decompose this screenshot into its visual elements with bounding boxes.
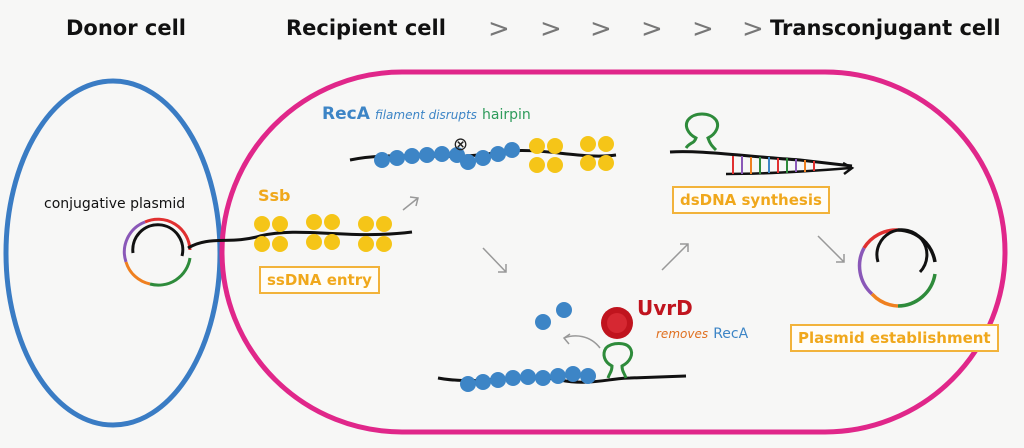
released-reca <box>535 302 572 330</box>
blocked-x-icon: ⊗ <box>453 134 468 155</box>
label-uvrd: UvrD <box>637 296 693 320</box>
label-hairpin: hairpin <box>482 107 531 123</box>
chevron-icon: > <box>742 14 764 44</box>
label-dsdna-synthesis: dsDNA synthesis <box>672 186 830 214</box>
chevron-icon: > <box>540 14 562 44</box>
ssdna-strand-entry <box>187 230 413 250</box>
donor-cell-membrane <box>3 78 223 428</box>
recipient-cell-membrane <box>219 69 1008 435</box>
process-arrows <box>402 196 845 349</box>
hairpin-bottom <box>602 342 634 379</box>
label-reca-filament-line: RecA filament disrupts hairpin <box>322 104 531 124</box>
label-ssdna-entry: ssDNA entry <box>259 266 380 294</box>
ssb-proteins-top <box>529 136 614 173</box>
reca-filament-top <box>374 142 520 170</box>
reca-filament-bottom <box>460 366 596 392</box>
dsdna-synthesis-graphic <box>669 112 855 176</box>
chevron-icon: > <box>488 14 510 44</box>
header-donor-cell: Donor cell <box>66 16 186 40</box>
uvrd-protein <box>601 307 633 339</box>
chevron-icon: > <box>641 14 663 44</box>
label-filament-disrupts: filament disrupts <box>374 108 477 122</box>
label-plasmid-establishment: Plasmid establishment <box>790 324 999 352</box>
ssb-proteins-entry <box>254 214 392 252</box>
label-conjugative-plasmid: conjugative plasmid <box>44 196 186 212</box>
chevron-icon: > <box>692 14 714 44</box>
header-transconjugant-cell: Transconjugant cell <box>770 16 1001 40</box>
label-reca-2: RecA <box>713 326 749 342</box>
label-removes-reca-line: removes RecA <box>656 323 748 342</box>
chevron-icon: > <box>590 14 612 44</box>
donor-plasmid <box>122 217 192 287</box>
transconjugant-plasmid <box>857 228 937 308</box>
header-recipient-cell: Recipient cell <box>286 16 446 40</box>
label-ssb: Ssb <box>258 186 291 205</box>
label-removes: removes <box>656 327 709 341</box>
label-reca: RecA <box>322 104 370 124</box>
